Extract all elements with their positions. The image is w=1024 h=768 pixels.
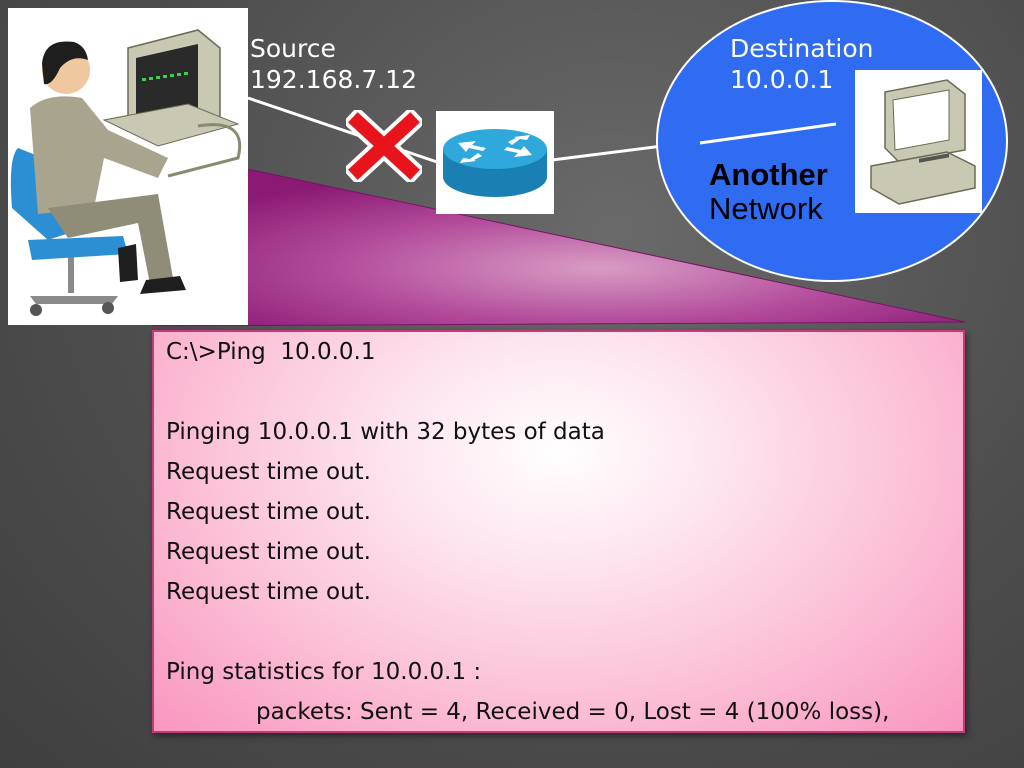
person-at-computer-icon <box>10 29 241 316</box>
terminal-line: Ping statistics for 10.0.0.1 : <box>166 659 482 685</box>
terminal-line: packets: Sent = 4, Received = 0, Lost = … <box>256 699 890 725</box>
terminal-line: Request time out. <box>166 499 371 525</box>
source-title: Source <box>250 34 336 63</box>
another-network-title-regular: Network <box>709 191 823 226</box>
terminal-line: Request time out. <box>166 539 371 565</box>
source-label: Source 192.168.7.12 <box>250 33 417 95</box>
destination-label: Destination 10.0.0.1 <box>730 33 873 95</box>
another-network-title-bold: Another <box>709 157 828 192</box>
another-network-label: Another Network <box>709 158 828 226</box>
source-ip: 192.168.7.12 <box>250 65 417 94</box>
terminal-line: Pinging 10.0.0.1 with 32 bytes of data <box>166 419 605 445</box>
source-person-illustration <box>8 8 248 325</box>
destination-computer <box>855 70 982 213</box>
computer-icon <box>870 79 976 205</box>
router <box>436 111 554 214</box>
destination-ip: 10.0.0.1 <box>730 65 834 94</box>
terminal-line: Request time out. <box>166 459 371 485</box>
router-icon <box>443 129 547 197</box>
terminal-line: Request time out. <box>166 579 371 605</box>
red-x-icon <box>346 110 422 182</box>
terminal-line: C:\>Ping 10.0.0.1 <box>166 339 376 365</box>
destination-title: Destination <box>730 34 874 63</box>
ping-output-box: C:\>Ping 10.0.0.1 Pinging 10.0.0.1 with … <box>152 330 965 733</box>
